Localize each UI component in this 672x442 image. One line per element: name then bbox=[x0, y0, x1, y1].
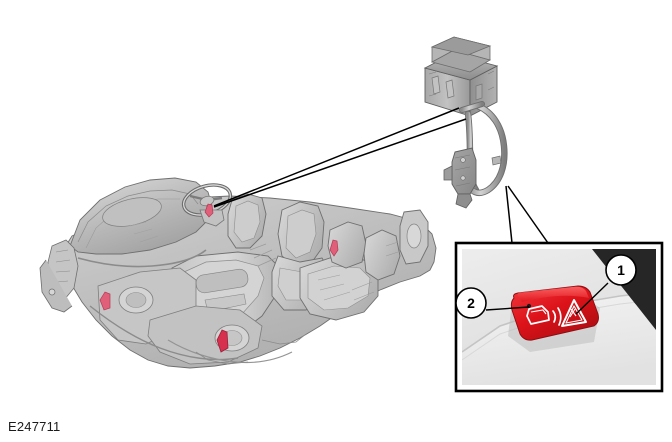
instrument-panel-crease bbox=[77, 189, 199, 243]
interior-marker-rear-trim bbox=[329, 239, 339, 257]
callout-2-circle[interactable] bbox=[455, 287, 487, 319]
module-tab-left bbox=[431, 75, 441, 95]
bracket-foot bbox=[455, 193, 473, 209]
dash-vent-lines bbox=[129, 221, 159, 243]
bracket-hole-lower bbox=[460, 175, 466, 181]
leader-line-detail-b bbox=[507, 185, 549, 244]
leader-line-detail-a bbox=[505, 185, 513, 244]
rear-trim-detail bbox=[385, 241, 399, 257]
callout-2[interactable]: 2 bbox=[455, 287, 530, 319]
steering-column-shroud bbox=[199, 209, 225, 227]
leader-lines-bracket-to-detail bbox=[505, 185, 549, 244]
left-cowl-ribs bbox=[55, 249, 71, 283]
passenger-seat-back-inner bbox=[233, 200, 261, 243]
parking-aid-symbol-icon bbox=[526, 303, 562, 326]
bracket-plate bbox=[451, 147, 477, 195]
callout-1-leader bbox=[575, 282, 609, 315]
hazard-triangle-mark bbox=[569, 308, 577, 318]
callout-2-number: 2 bbox=[467, 295, 475, 311]
callout-1-number: 1 bbox=[617, 262, 625, 278]
callout-1[interactable]: 1 bbox=[575, 254, 637, 315]
tube-clip bbox=[491, 155, 502, 166]
callout-2-leader bbox=[485, 306, 530, 311]
tube-loop bbox=[465, 103, 507, 196]
harness-run-rear bbox=[167, 339, 293, 364]
module-lid-top bbox=[430, 36, 492, 56]
driver-seat-back-inner bbox=[285, 209, 317, 259]
vehicle-interior-assembly bbox=[39, 177, 437, 369]
interior-marker-front-floor bbox=[99, 291, 111, 311]
front-speaker bbox=[125, 292, 147, 308]
callout-1-circle[interactable] bbox=[605, 254, 637, 286]
parking-aid-module-assembly bbox=[423, 36, 499, 117]
leader-lines-module-to-interior bbox=[213, 107, 467, 208]
parking-aid-vehicle-window bbox=[530, 309, 547, 315]
tube-top-stub bbox=[459, 101, 485, 113]
interior-marker-rear-floor bbox=[216, 329, 229, 353]
module-front-ribs bbox=[428, 71, 437, 97]
sill-detail bbox=[195, 351, 249, 365]
rear-bench-seams bbox=[317, 274, 351, 301]
switch-top-highlight bbox=[517, 286, 589, 302]
bracket-ribs bbox=[454, 154, 471, 187]
parking-aid-vehicle-outline bbox=[526, 305, 550, 325]
rear-sill-detail bbox=[261, 333, 307, 345]
rear-bench-detail bbox=[351, 281, 375, 301]
rear-seat-back-left bbox=[327, 221, 367, 269]
left-bracket-panel bbox=[39, 259, 73, 313]
parking-aid-wave-inner bbox=[552, 310, 557, 323]
left-panel-hole bbox=[48, 288, 56, 296]
module-side-ribs bbox=[487, 70, 495, 91]
console-side-detail bbox=[249, 243, 277, 267]
figure-id-label: E247711 bbox=[8, 419, 61, 434]
rear-seat-back-right bbox=[363, 229, 401, 281]
rear-quarter-recess bbox=[406, 223, 422, 249]
harness-run-floor bbox=[89, 305, 239, 361]
bracket-hole-upper bbox=[460, 157, 466, 163]
module-bracket-assembly bbox=[443, 101, 508, 209]
parking-aid-wave-outer bbox=[557, 307, 562, 326]
leader-line-module-b bbox=[213, 118, 467, 208]
interior-marker-steering-column bbox=[204, 203, 214, 218]
bracket-wing-left bbox=[443, 165, 453, 181]
harness-run-front bbox=[77, 249, 207, 268]
module-tab-mid bbox=[445, 79, 455, 99]
module-tab-right bbox=[475, 83, 483, 101]
leader-line-module-a bbox=[213, 107, 460, 207]
